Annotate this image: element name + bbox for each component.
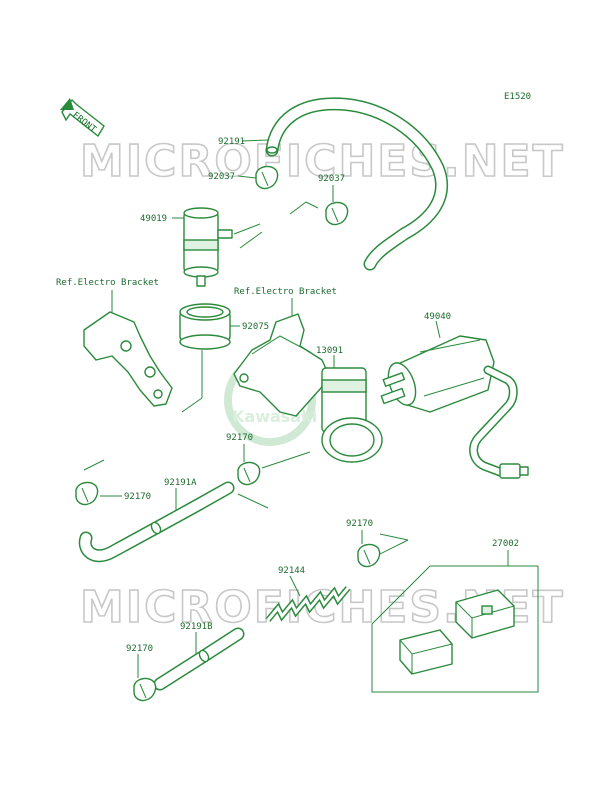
watermark-top: MICROFICHES.NET: [80, 136, 565, 187]
label-27002: 27002: [492, 539, 519, 549]
label-92191B: 92191B: [180, 622, 213, 632]
spring-92144: [265, 586, 351, 622]
label-92170-right: 92170: [346, 519, 373, 529]
label-92170-left: 92170: [124, 492, 151, 502]
label-92191-top: 92191: [218, 137, 245, 147]
box-frame-27002: [371, 565, 539, 693]
fuel-filter-49019: [183, 207, 233, 287]
clamp-92170-left: [75, 481, 99, 506]
label-ref-bracket-left: Ref.Electro Bracket: [56, 278, 159, 288]
electro-bracket-right: [233, 313, 331, 417]
label-92037-right: 92037: [318, 174, 345, 184]
label-92191A: 92191A: [164, 478, 197, 488]
clamp-92170-mid: [237, 461, 261, 486]
label-13091: 13091: [316, 346, 343, 356]
clamp-92170-bottom: [133, 677, 157, 702]
label-92037-left: 92037: [208, 172, 235, 182]
label-49040: 49040: [424, 312, 451, 322]
holder-13091: [321, 367, 383, 463]
hose-92191: [265, 97, 449, 271]
figure-code: E1520: [504, 92, 531, 102]
clamp-92170-right: [357, 543, 381, 568]
label-92144: 92144: [278, 566, 305, 576]
logo-text: Kawasaki: [232, 407, 317, 426]
clamp-92037-left: [255, 165, 279, 190]
clamp-92037-right: [325, 201, 349, 226]
front-arrow-icon: FRONT: [60, 98, 105, 138]
label-92170-mid: 92170: [226, 433, 253, 443]
electro-bracket-left: [83, 311, 173, 407]
hose-92191A: [78, 481, 235, 563]
resistor-block-27002: [399, 629, 453, 675]
fuel-pump-49040: [380, 335, 529, 479]
label-ref-bracket-right: Ref.Electro Bracket: [234, 287, 337, 297]
label-49019: 49019: [140, 214, 167, 224]
resistor-27002: [455, 589, 515, 639]
label-92075: 92075: [242, 322, 269, 332]
rubber-92075: [179, 303, 231, 350]
hose-92191B: [153, 627, 245, 691]
label-92170-bottom: 92170: [126, 644, 153, 654]
